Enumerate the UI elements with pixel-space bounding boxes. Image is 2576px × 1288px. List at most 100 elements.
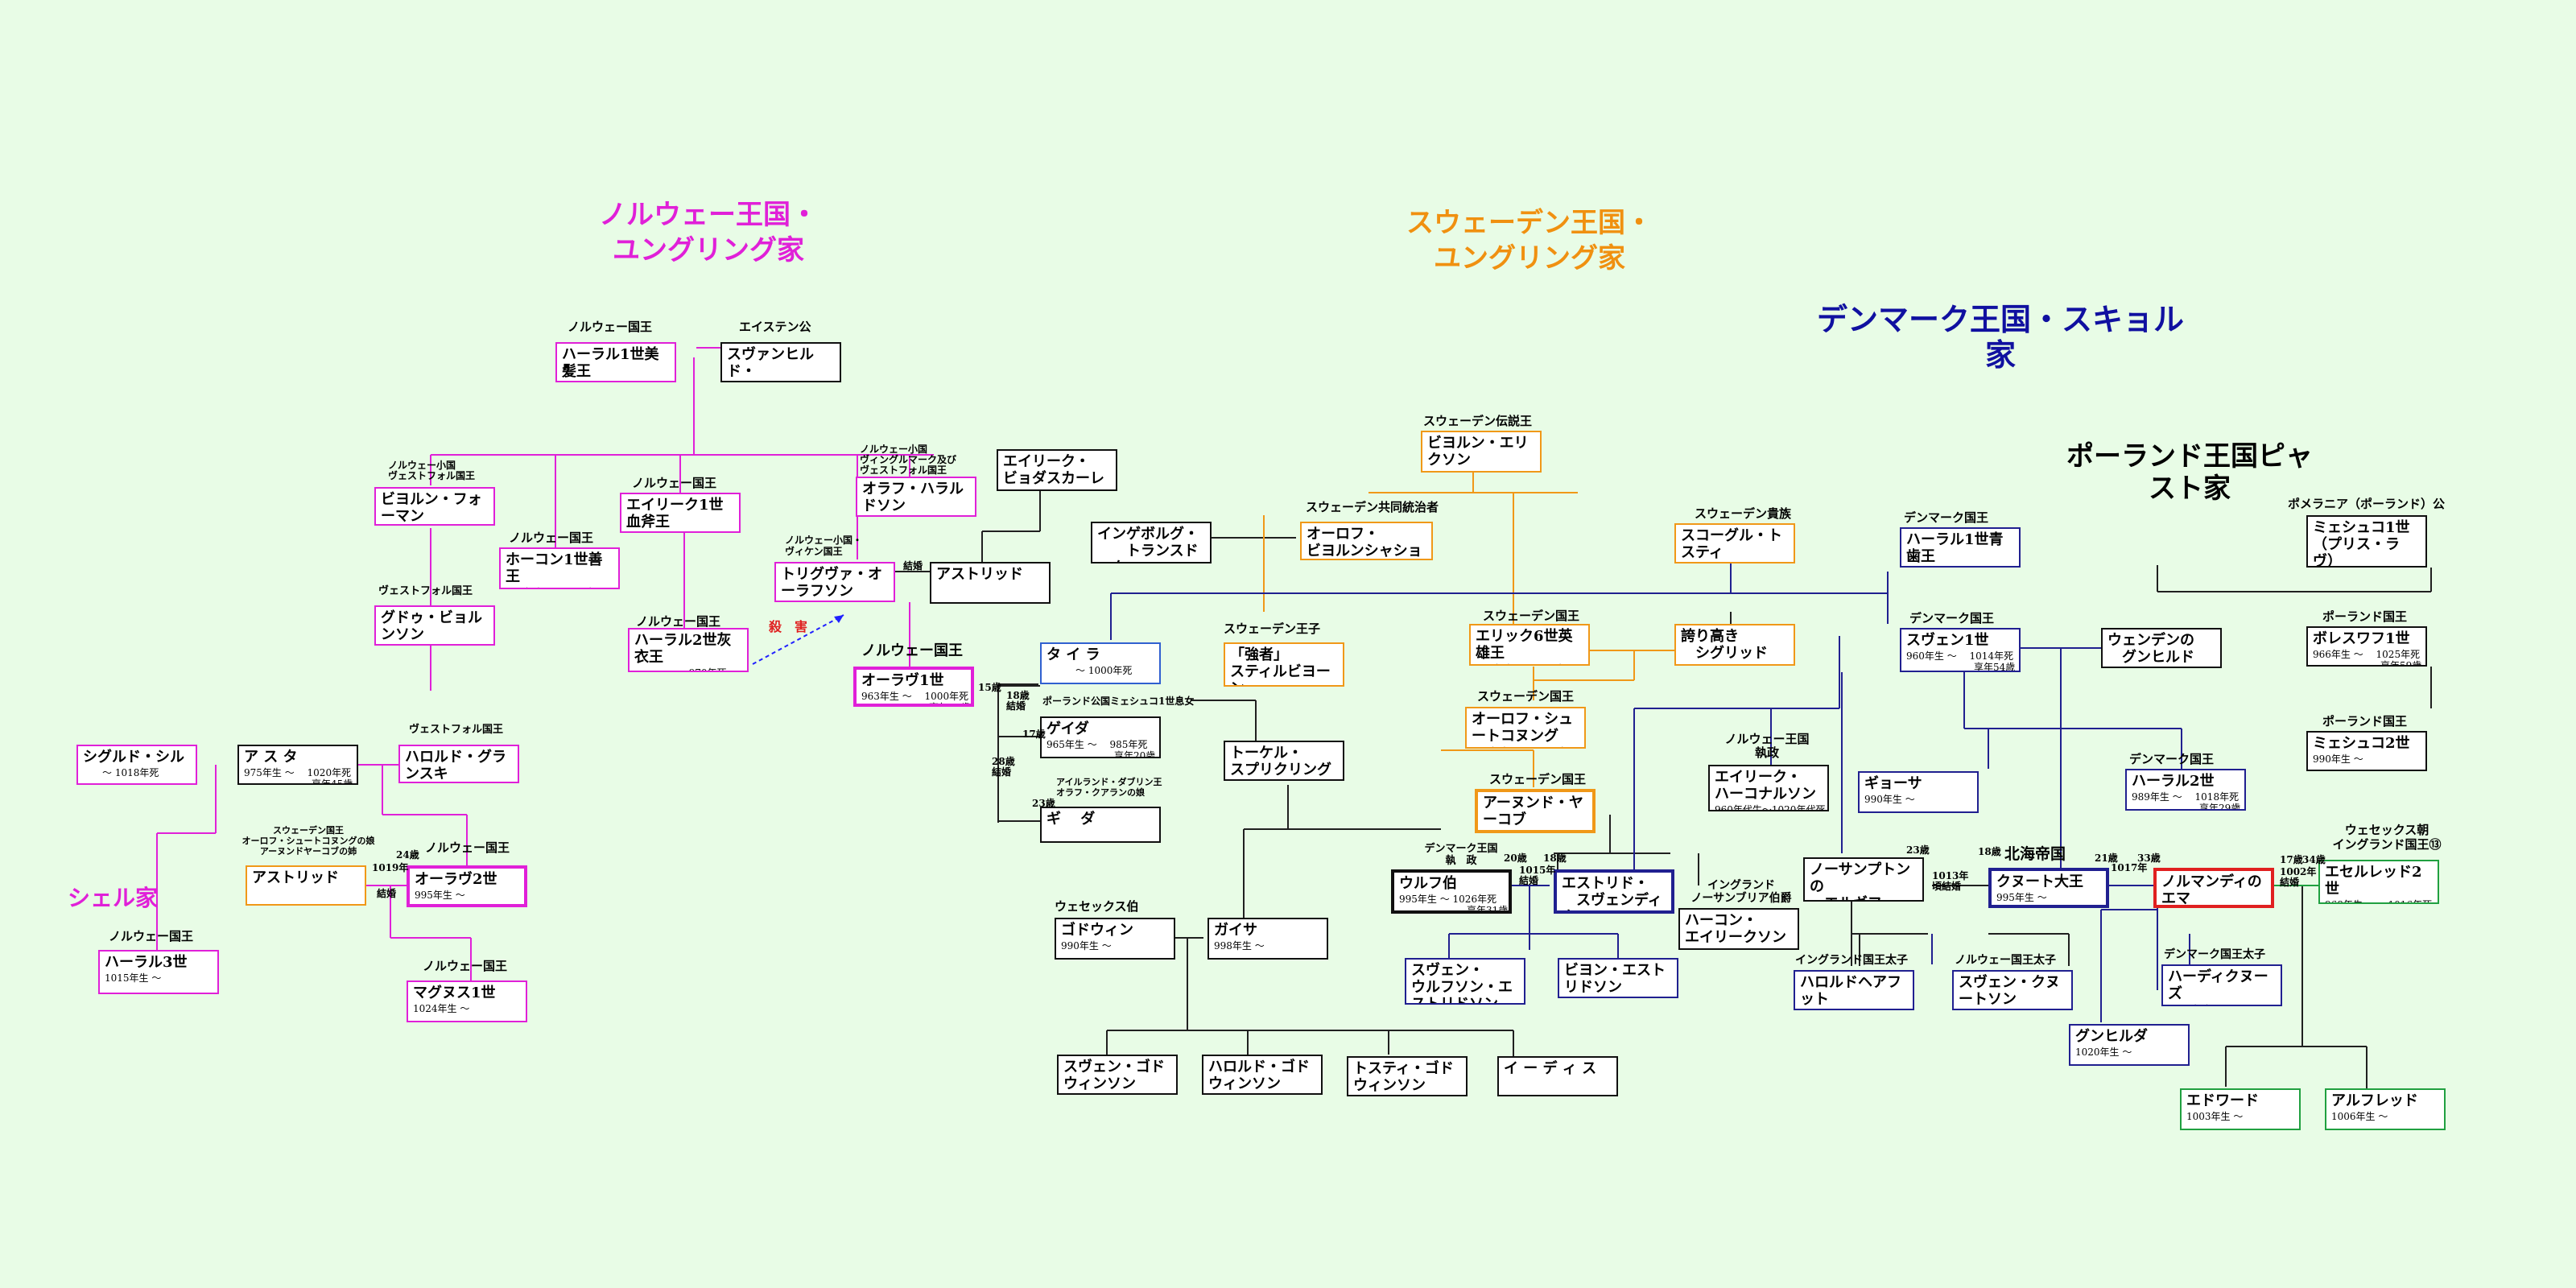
person-astrid1: アストリッド <box>930 562 1051 604</box>
title-label-l-north-empire: 北海帝国 <box>2004 845 2066 863</box>
marriage-note-m-18c: 18歳 <box>1978 846 2001 857</box>
title-label-l-dk-regent: デンマーク王国 執 政 <box>1424 843 1498 867</box>
title-label-l-erik1: ノルウェー国王 <box>632 476 717 490</box>
person-name: オラフ・ハラルドソン <box>862 481 964 514</box>
person-name: ゲイダ <box>1046 720 1089 737</box>
title-label-l-dk-king1: デンマーク国王 <box>1904 510 1989 525</box>
person-name: タ イ ラ <box>1046 646 1100 663</box>
person-name: ノーサンプトンの エルギフ <box>1810 861 1911 900</box>
person-name: ハロルドヘアフット <box>1800 974 1901 1008</box>
person-name: スヴェン・ ウルフソン・エストリドソン <box>1411 962 1513 1005</box>
person-dates: 995年生 ～ 1026年死 享年31歳 <box>1399 894 1509 914</box>
person-svanhild: スヴァンヒルド・ エイステンスドッタ <box>720 342 841 382</box>
person-bjorn-farmann: ビヨルン・フォーマン <box>374 487 495 526</box>
person-name: マグヌス1世 <box>413 985 496 1001</box>
person-name: ハーコン・ エイリークソン <box>1685 912 1786 946</box>
title-label-l-harald3: ノルウェー国王 <box>109 929 194 943</box>
person-gunhild-wend: ウェンデンの グンヒルド ～ 1000年死 <box>2101 628 2222 668</box>
title-shel: シェル家 <box>67 885 158 911</box>
title-label-l-killed: 殺 害 <box>769 619 808 634</box>
person-dates: 995年生 ～ <box>415 890 465 901</box>
person-dates: 1003年生 ～ <box>2186 1111 2244 1122</box>
person-astrid2: アストリッド <box>246 865 366 906</box>
person-dates: 963年生 ～ 1000年死 享年37歳 <box>861 691 970 704</box>
person-trygve: トリグヴァ・オーラフソン ～ 964年死 <box>774 562 895 602</box>
person-dates: ～ 1000年死 <box>2107 667 2215 668</box>
title-label-l-anund: スウェーデン国王 <box>1489 772 1587 786</box>
person-name: スコーグル・トスティ <box>1681 527 1782 561</box>
person-name: ミェシュコ1世 （プリス・ラヴ） <box>2313 519 2410 568</box>
person-dates: 965年生 ～ 985年死 享年20歳 <box>1046 739 1156 758</box>
person-olof-skotkonung: オーロフ・シュートコヌング980年生 ～ 1022年死 享年42歳 <box>1465 707 1586 749</box>
person-erik6: エリック6世英雄王945年生 ～ 995年死 享年50歳 <box>1469 624 1590 666</box>
person-name: ビヨルン・エリクソン <box>1427 435 1529 469</box>
person-dates: 1016年生 ～ <box>1959 1009 2066 1010</box>
person-name: アーヌンド・ヤーコブ <box>1483 795 1583 828</box>
person-name: エストリド・ スヴェンディター <box>1562 875 1662 910</box>
person-dates: 995年生 ～ <box>1996 892 2047 903</box>
person-name: ハロルド・グランスキ <box>405 749 506 782</box>
person-name: ハーディクヌーズ <box>2168 968 2268 1002</box>
person-name: 誇り高き シグリッド <box>1681 628 1768 662</box>
person-name: グドゥ・ビョルンソン <box>381 609 482 643</box>
person-name: エイリーク・ ハーコナルソン <box>1715 769 1816 803</box>
person-harold-godwinson: ハロルド・ゴドウィンソン生1022年 ～ <box>1202 1055 1323 1095</box>
person-bjorn-eriksson: ビヨルン・エリクソン <box>1421 431 1542 473</box>
person-name: オーロフ・シュートコヌング <box>1472 711 1573 745</box>
title-label-l-olav1: ノルウェー国王 <box>861 642 963 659</box>
person-name: エドワード <box>2186 1092 2259 1109</box>
marriage-note-m-20: 20歳 <box>1504 852 1527 864</box>
person-estrid: エストリド・ スヴェンディター997年生 ～ <box>1554 869 1674 914</box>
person-hakon-eriksson: ハーコン・ エイリークソン <box>1678 908 1799 950</box>
person-name: トスティ・ゴドウィンソン <box>1353 1060 1454 1094</box>
title-label-l-dk-prince: デンマーク国王太子 <box>2164 948 2265 961</box>
person-olaf-haraldsson: オラフ・ハラルドソン ～ 934年死 <box>856 477 976 517</box>
person-aethelred2: エセルレッド2世968年生 ～ 1016年死 享年48歳 <box>2318 860 2439 904</box>
title-label-l-sweden-prince: スウェーデン王子 <box>1224 621 1321 636</box>
person-name: トーケル・ スプリクリング <box>1230 745 1331 778</box>
person-dates: ～ 934年死 <box>862 516 970 517</box>
marriage-note-m-34: 34歳 <box>2302 854 2326 865</box>
title-label-l-pomerania: ポメラニア（ポーランド）公 <box>2288 497 2446 511</box>
title-label-l-sweden-noble: スウェーデン貴族 <box>1695 506 1792 521</box>
person-name: スヴェン・ゴドウィンソン <box>1063 1059 1165 1092</box>
marriage-note-m-23b: 23歳 <box>1906 844 1930 856</box>
marriage-note-m-marriage2: 結婚 <box>377 888 397 899</box>
person-sigurd-syr: シグルド・シル ～ 1018年死 <box>76 745 197 785</box>
title-label-l-olaf-h: ノルウェー小国 ヴィングルマーク及び ヴェストフォル国王 <box>860 444 957 476</box>
person-name: イ ー デ ィ ス <box>1504 1060 1597 1077</box>
person-name: エセルレッド2世 <box>2325 864 2422 898</box>
title-label-l-dk-king2: デンマーク国王 <box>1909 611 1995 625</box>
person-gyda: ギ ダ <box>1040 807 1161 843</box>
marriage-note-m-18b: 18歳 <box>1543 852 1567 864</box>
person-name: エイリーク・ ビョダスカーレ <box>1003 453 1104 487</box>
person-erik-bjodaskalle: エイリーク・ ビョダスカーレ <box>997 449 1117 491</box>
person-dates: 960年生 ～ 1014年死 享年54歳 <box>1906 650 2016 672</box>
marriage-note-m-21: 21歳 <box>2095 852 2118 864</box>
title-label-l-dk-king3: デンマーク国王 <box>2129 752 2215 766</box>
person-dates: 998年生 ～ <box>1214 940 1265 952</box>
title-denmark: デンマーク王国・スキョル家 <box>1816 301 2184 373</box>
title-label-l-eystein: エイステン公 <box>739 320 811 334</box>
marriage-note-m-1019: 1019年 <box>372 862 409 873</box>
person-tostig: トスティ・ゴドウィンソン生1026年 ～ <box>1347 1056 1468 1096</box>
person-name: スヴェン1世 <box>1906 632 1989 649</box>
person-name: オーロフ・ ビヨルンシャション <box>1307 526 1422 559</box>
marriage-note-m-28: 28歳 結婚 <box>992 756 1015 778</box>
title-poland: ポーランド王国ピャスト家 <box>2066 440 2313 505</box>
person-bjorn-estridsson: ビヨン・エストリドソン <box>1558 958 1678 998</box>
person-name: アルフレッド <box>2331 1092 2418 1109</box>
title-label-l-pl-king2: ポーランド国王 <box>2322 714 2408 729</box>
title-label-l-wessex-royal: ウェセックス朝 イングランド国王⑬ <box>2332 823 2442 852</box>
person-name: ハーラル3世 <box>105 954 188 971</box>
title-label-l-eng-prince: イングランド国王太子 <box>1795 954 1908 967</box>
person-name: インゲボルグ・ トランスドッタ <box>1097 526 1199 562</box>
person-dates: 920年生 ～ 961年死 享年41歳 <box>506 587 613 588</box>
